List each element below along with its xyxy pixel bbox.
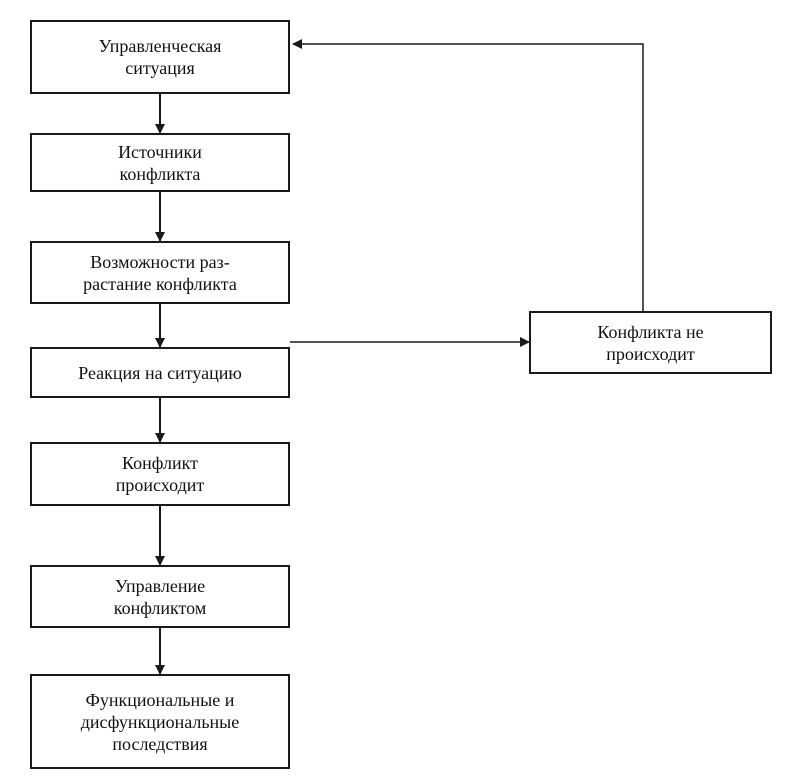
node-label: Управленческая ситуация [98,36,222,78]
node-conflict-management: Управление конфликтом [30,565,290,628]
node-conflict-occurs: Конфликт происходит [30,442,290,506]
node-consequences: Функциональные и дисфункциональные после… [30,674,290,769]
node-label: Реакция на ситуацию [78,362,242,383]
node-label: Возможности раз- растание конфликта [83,251,237,294]
node-conflict-sources: Источники конфликта [30,133,290,192]
node-escalation-possibilities: Возможности раз- растание конфликта [30,241,290,304]
node-label: Источники конфликта [118,141,202,184]
node-label: Конфликта не происходит [597,321,704,364]
node-label: Управление конфликтом [113,575,207,618]
arrow-n8-to-n1 [292,39,644,311]
node-label: Функциональные и дисфункциональные после… [80,689,240,754]
node-no-conflict: Конфликта не происходит [529,311,772,374]
node-management-situation: Управленческая ситуация [30,20,290,94]
node-label: Конфликт происходит [115,453,205,495]
node-reaction-to-situation: Реакция на ситуацию [30,347,290,398]
